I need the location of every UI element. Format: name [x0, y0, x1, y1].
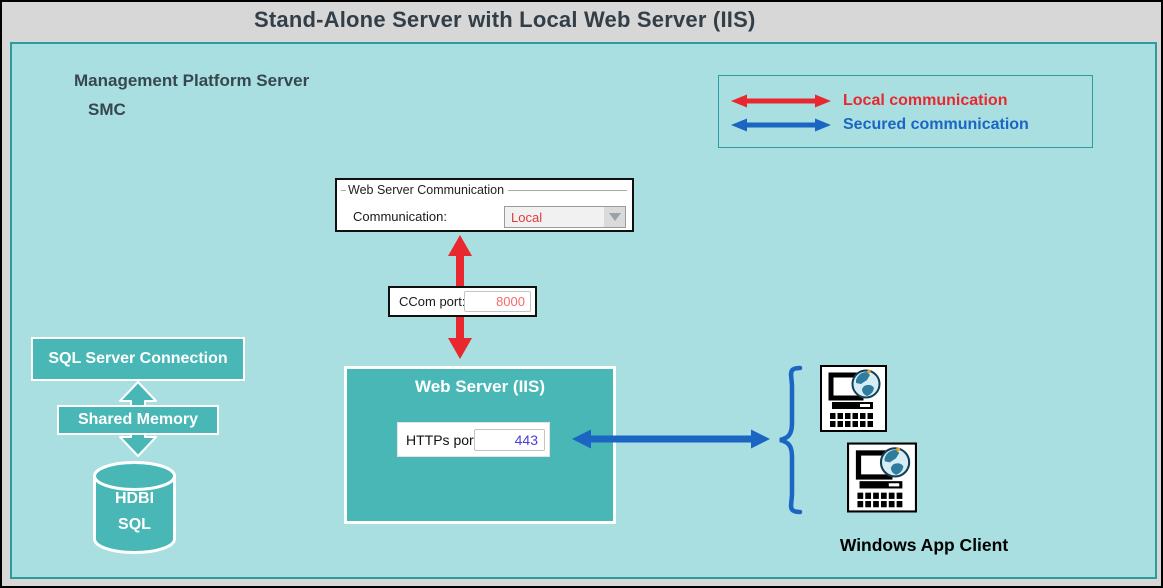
- legend-local-label: Local communication: [843, 92, 1008, 109]
- management-platform-line1: Management Platform Server: [74, 71, 310, 90]
- management-platform-panel: Management Platform Server SMC Local com…: [10, 42, 1157, 579]
- web-server-communication-group-title: Web Server Communication: [341, 183, 627, 197]
- legend-box: Local communication Secured communicatio…: [718, 75, 1093, 148]
- shared-memory-box: Shared Memory: [57, 405, 219, 435]
- chevron-down-icon: [608, 213, 621, 221]
- database-name-line2: SQL: [118, 516, 151, 533]
- sql-server-connection-box: SQL Server Connection: [31, 337, 245, 381]
- client-group-brace-icon: [779, 365, 803, 515]
- keyboard-keys: [830, 413, 873, 427]
- ccom-port-box: CCom port: 8000: [388, 286, 537, 317]
- https-port-label: HTTPs port:: [406, 431, 482, 448]
- legend-row-local: Local communication: [731, 89, 1092, 113]
- secured-communication-horizontal-arrow-icon: [572, 429, 770, 449]
- app-client-computer-icon: [820, 365, 887, 432]
- legend-row-secured: Secured communication: [731, 113, 1092, 137]
- group-line-right: [508, 189, 627, 191]
- communication-field-label: Communication:: [353, 209, 447, 224]
- https-port-input[interactable]: 443: [474, 429, 545, 451]
- secured-communication-arrow-icon: [731, 118, 831, 132]
- web-server-iis-title: Web Server (IIS): [414, 377, 546, 396]
- https-port-box: HTTPs port: 443: [397, 422, 550, 457]
- keyboard-keys: [857, 492, 903, 508]
- globe-icon: [851, 369, 881, 399]
- local-communication-arrow-icon: [731, 94, 831, 108]
- app-client-computer-icon: [847, 442, 917, 513]
- database-icon: [93, 461, 176, 554]
- group-title-text: Web Server Communication: [348, 183, 505, 197]
- page-title: Stand-Alone Server with Local Web Server…: [254, 7, 756, 32]
- sql-server-connection-label: SQL Server Connection: [48, 350, 228, 367]
- database-cylinder: HDBI SQL: [92, 460, 177, 556]
- management-platform-heading: Management Platform Server SMC: [74, 66, 309, 124]
- dropdown-arrow-button[interactable]: [604, 207, 625, 227]
- web-server-iis-box: Web Server (IIS) HTTPs port: 443: [344, 366, 616, 524]
- globe-icon: [879, 447, 911, 478]
- web-server-communication-box: Web Server Communication Communication: …: [335, 178, 634, 232]
- management-platform-line2: SMC: [88, 100, 126, 119]
- communication-dropdown[interactable]: Local: [504, 206, 626, 228]
- communication-dropdown-value: Local: [511, 210, 543, 225]
- ccom-port-input[interactable]: 8000: [464, 291, 531, 312]
- ccom-port-label: CCom port:: [399, 294, 466, 309]
- group-line-left: [341, 189, 346, 191]
- shared-memory-label: Shared Memory: [77, 411, 199, 428]
- windows-app-client-label: Windows App Client: [839, 535, 1009, 555]
- database-name-line1: HDBI: [114, 490, 155, 507]
- legend-secured-label: Secured communication: [843, 116, 1029, 133]
